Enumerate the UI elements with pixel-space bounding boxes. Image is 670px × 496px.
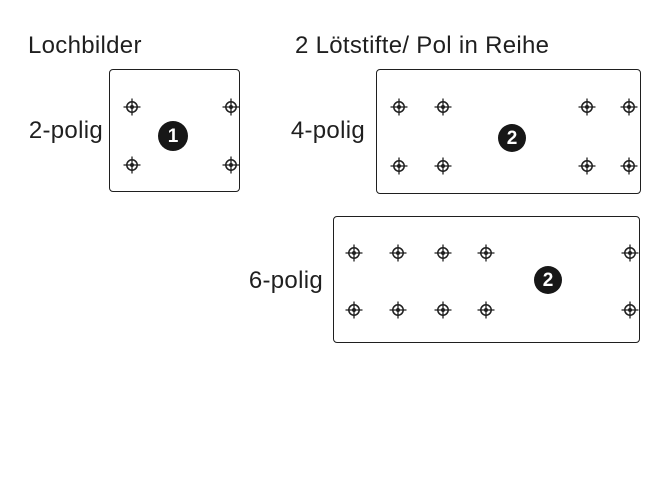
pattern-number-badge-2polig: 1 <box>158 121 188 151</box>
column-title-loetstifte: 2 Lötstifte/ Pol in Reihe <box>295 32 550 59</box>
diagram-title: Lochbilder <box>28 32 142 59</box>
label-4polig: 4-polig <box>290 117 365 144</box>
hole-pattern-box-6polig <box>333 216 640 343</box>
label-2polig: 2-polig <box>28 117 103 144</box>
label-6polig: 6-polig <box>248 267 323 294</box>
pattern-number-badge-4polig: 2 <box>498 124 526 152</box>
pattern-number-badge-6polig: 2 <box>534 266 562 294</box>
